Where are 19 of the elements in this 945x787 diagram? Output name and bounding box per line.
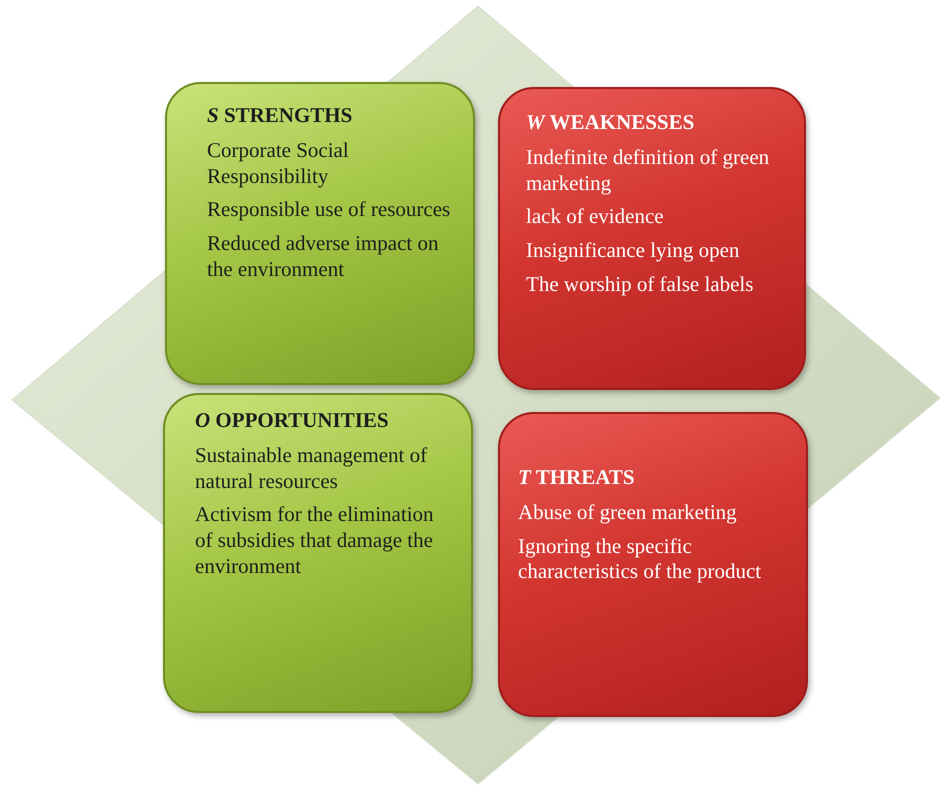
list-item: Corporate Social Responsibility [207, 138, 350, 190]
list-item: Insignificance lying open [526, 238, 740, 264]
quadrant-box [165, 82, 475, 385]
list-item: lack of evidence [526, 204, 665, 230]
list-item: Indefinite definition of green marketing [526, 145, 770, 196]
quadrant-box [498, 412, 808, 717]
list-item: Reduced adverse impact on the environment [207, 231, 440, 282]
quadrant-heading: W WEAKNESSES [526, 109, 696, 136]
quadrant-heading: T THREATS [518, 464, 636, 490]
quadrant-box [498, 87, 806, 390]
quadrant-heading: O OPPORTUNITIES [195, 407, 390, 434]
list-item: Responsible use of resources [207, 197, 451, 224]
list-item: Sustainable management of natural resources [195, 443, 428, 494]
quadrant-box [163, 393, 473, 713]
quadrant-heading: S STRENGTHS [207, 102, 354, 128]
list-item: The worship of false labels [526, 272, 754, 298]
list-item: Ignoring the specific characteristics of the product [518, 534, 762, 586]
list-item: Activism for the elimination of subsidies that damage the environment [195, 502, 435, 580]
list-item: Abuse of green marketing [518, 500, 738, 526]
